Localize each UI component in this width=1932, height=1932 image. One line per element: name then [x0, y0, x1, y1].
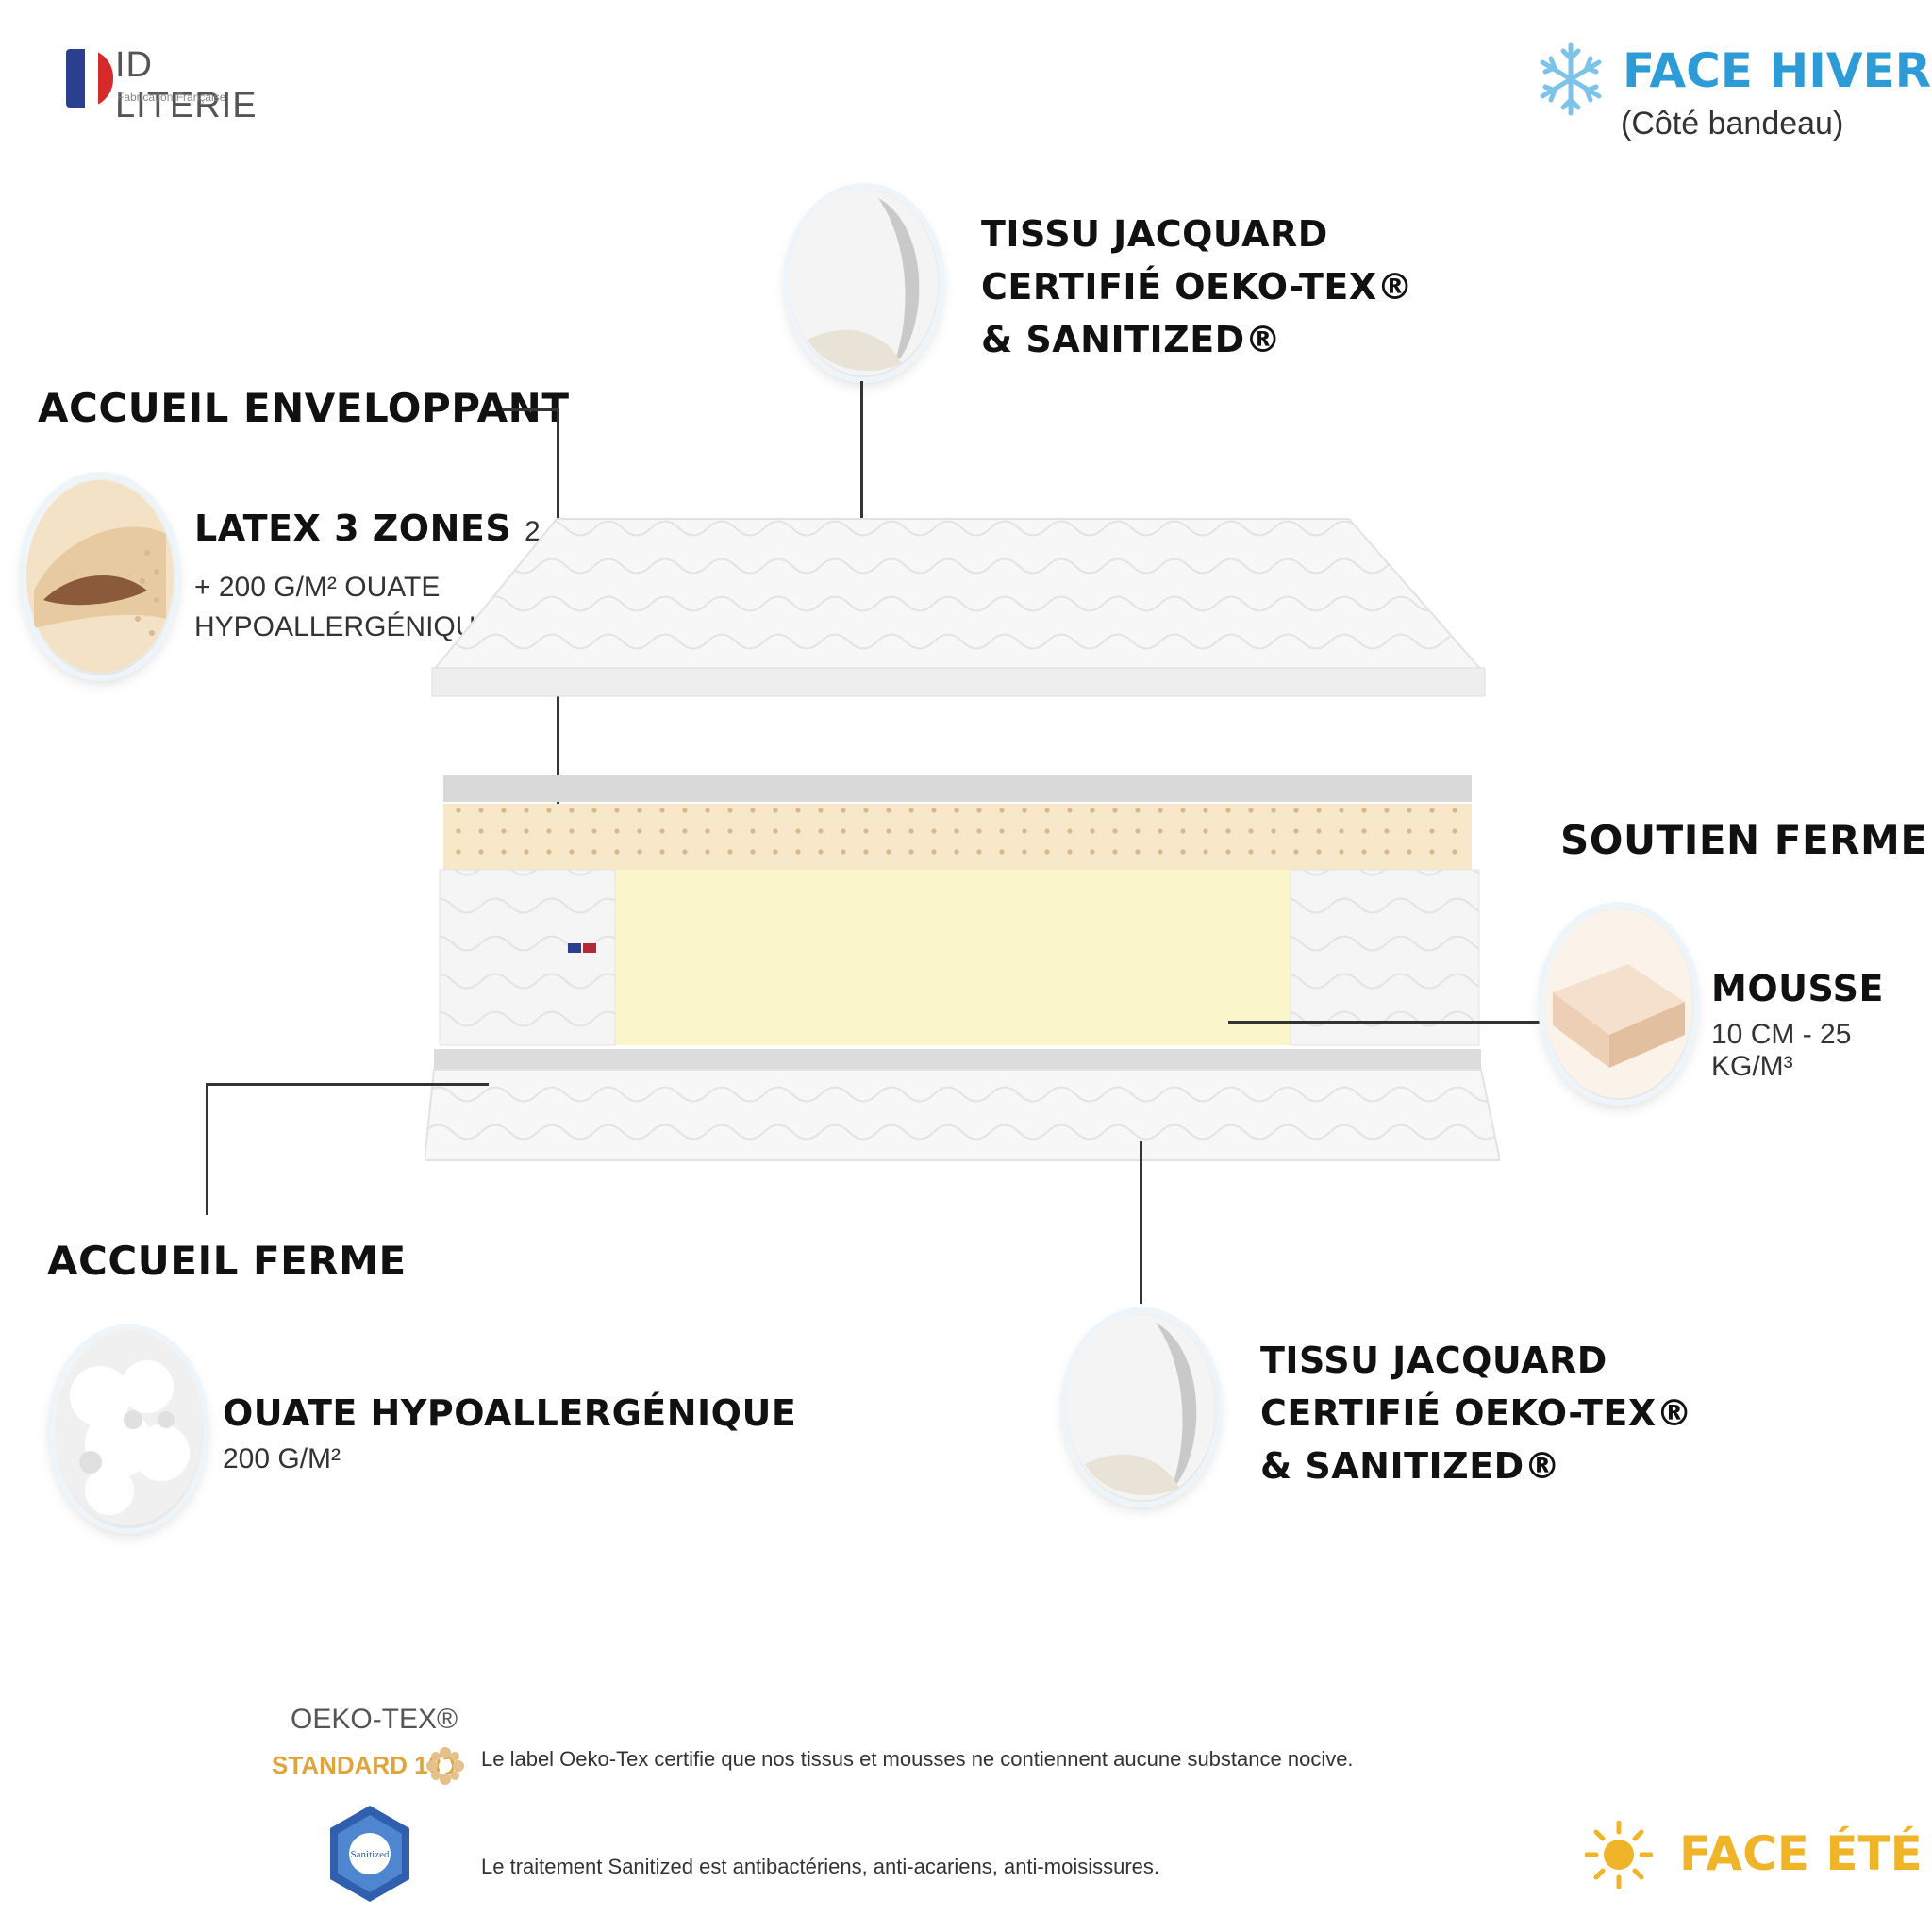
foam-swatch	[1543, 908, 1694, 1100]
bottom-fabric-connector	[1140, 1141, 1142, 1304]
mattress-cross-section	[425, 518, 1500, 1161]
summer-side-title: FACE ÉTÉ	[1679, 1826, 1923, 1881]
ouate-layer-bottom	[434, 1049, 1481, 1070]
sanitized-logo: Sanitized	[330, 1806, 409, 1902]
latex-detail-2: HYPOALLERGÉNIQUE	[194, 611, 495, 642]
top-fabric-swatch	[789, 189, 940, 377]
flag-logo-mark	[66, 49, 113, 108]
enveloppant-connector-h	[502, 408, 558, 411]
foam-core	[613, 870, 1292, 1045]
ouate-swatch	[53, 1330, 204, 1528]
accueil-enveloppant-title: ACCUEIL ENVELOPPANT	[38, 385, 570, 431]
winter-side-subtitle: (Côté bandeau)	[1621, 106, 1844, 142]
brand-logo: ID LITERIE Fabrication Française	[66, 45, 274, 125]
soutien-connector	[1228, 1021, 1540, 1024]
oeko-tex-logo-title: OEKO-TEX®	[291, 1704, 458, 1735]
svg-text:Sanitized: Sanitized	[351, 1849, 390, 1860]
top-fabric-connector	[860, 381, 863, 551]
bottom-fabric-label: TISSU JACQUARD CERTIFIÉ OEKO-TEX® & SANI…	[1260, 1340, 1693, 1487]
top-fabric-label: TISSU JACQUARD CERTIFIÉ OEKO-TEX® & SANI…	[981, 213, 1414, 360]
oeko-tex-logo: OEKO-TEX® STANDARD 100	[272, 1704, 470, 1789]
french-flag-tag	[568, 943, 581, 953]
sanitized-description: Le traitement Sanitized est antibactérie…	[481, 1855, 1160, 1878]
ouate-layer-top	[443, 775, 1472, 802]
oeko-flower-icon	[426, 1747, 464, 1785]
winter-side-title: FACE HIVER	[1623, 43, 1932, 98]
bottom-fabric-swatch	[1066, 1313, 1217, 1502]
accueil-ferme-title: ACCUEIL FERME	[47, 1238, 407, 1284]
brand-tagline: Fabrication Française	[117, 91, 226, 104]
ferme-connector-v	[206, 1083, 208, 1215]
snowflake-icon	[1540, 42, 1602, 116]
foam-detail: 10 CM - 25 KG/M³	[1711, 1019, 1852, 1082]
soutien-ferme-title: SOUTIEN FERME	[1560, 817, 1928, 863]
brand-name: ID LITERIE	[115, 45, 258, 125]
oeko-tex-logo-sub: STANDARD 100	[272, 1751, 456, 1779]
foam-layer-name: MOUSSE	[1711, 968, 1884, 1009]
oeko-tex-description: Le label Oeko-Tex certifie que nos tissu…	[481, 1747, 1354, 1771]
ouate-layer-name: OUATE HYPOALLERGÉNIQUE	[223, 1392, 797, 1434]
ouate-detail: 200 G/M²	[223, 1443, 341, 1474]
latex-swatch	[25, 477, 175, 675]
latex-detail-1: + 200 G/M² OUATE	[194, 572, 441, 603]
ferme-connector-h	[206, 1083, 489, 1086]
sun-icon	[1585, 1821, 1653, 1889]
